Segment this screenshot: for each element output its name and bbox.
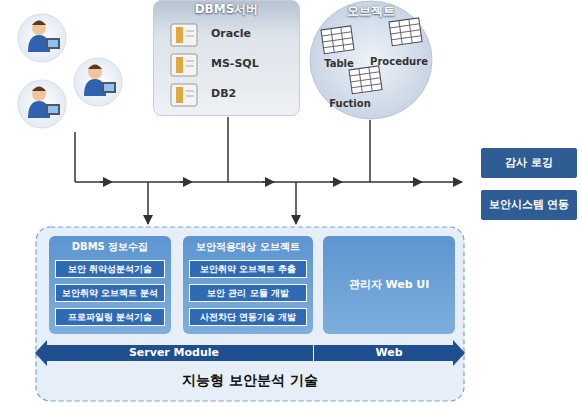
module-item: 사전차단 연동기술 개발	[189, 308, 307, 326]
node-heading: 보안 관리 모듈 개발	[207, 288, 288, 298]
node-heading: 관리자 Web UI	[349, 279, 430, 292]
node-heading: 지능형 보안분석 기술	[35, 372, 465, 388]
node-heading: 프로파일링 분석기술	[68, 312, 152, 322]
layer-arrow: Web	[313, 342, 465, 364]
node-heading: Web	[375, 347, 402, 360]
node-heading: 보안 취약성분석기술	[68, 264, 152, 274]
module-panel: 보안적용대상 오브젝트보안취약 오브젝트 추출보안 관리 모듈 개발사전차단 연…	[183, 236, 313, 334]
module-item: 보안취약 오브젝트 분석	[55, 284, 165, 302]
object-circle: 오브젝트 Table ProcedureFuction	[309, 0, 433, 120]
server-group-box: DBMS서버 OracleMS-SQL DB2	[153, 0, 300, 116]
node-label: DB2	[211, 88, 291, 101]
admin-panel: 관리자 Web UI	[323, 236, 455, 334]
bus-lines	[75, 117, 462, 224]
node-label: Procedure	[369, 56, 429, 68]
node-heading: 보안취약 오브젝트 추출	[200, 264, 296, 274]
node-heading: 보안시스템 연동	[489, 199, 570, 212]
module-panel: DBMS 정보수집보안 취약성분석기술보안취약 오브젝트 분석프로파일링 분석기…	[49, 236, 171, 334]
module-item: 보안 취약성분석기술	[55, 260, 165, 278]
node-label: Fuction	[325, 98, 375, 110]
function-box: 보안시스템 연동	[481, 190, 577, 220]
node-heading: Server Module	[129, 347, 219, 360]
node-heading: 보안취약 오브젝트 분석	[62, 288, 158, 298]
module-item: 보안 관리 모듈 개발	[189, 284, 307, 302]
technology-region: 지능형 보안분석 기술DBMS 정보수집보안 취약성분석기술보안취약 오브젝트 …	[35, 226, 465, 402]
node-label: Oracle	[211, 28, 291, 41]
node-heading: 보안적용대상 오브젝트	[183, 241, 313, 253]
node-label: MS-SQL	[211, 58, 291, 71]
module-item: 보안취약 오브젝트 추출	[189, 260, 307, 278]
node-label: Table	[317, 58, 361, 70]
layer-arrow: Server Module	[35, 342, 313, 364]
function-box: 감사 로깅	[481, 148, 577, 178]
node-heading: DBMS 정보수집	[49, 241, 171, 253]
node-heading: 사전차단 연동기술 개발	[200, 312, 296, 322]
node-heading: DBMS서버	[153, 3, 300, 17]
node-heading: 감사 로깅	[505, 157, 553, 170]
node-heading: 오브젝트	[309, 5, 433, 19]
module-item: 프로파일링 분석기술	[55, 308, 165, 326]
user-icons	[18, 14, 122, 128]
